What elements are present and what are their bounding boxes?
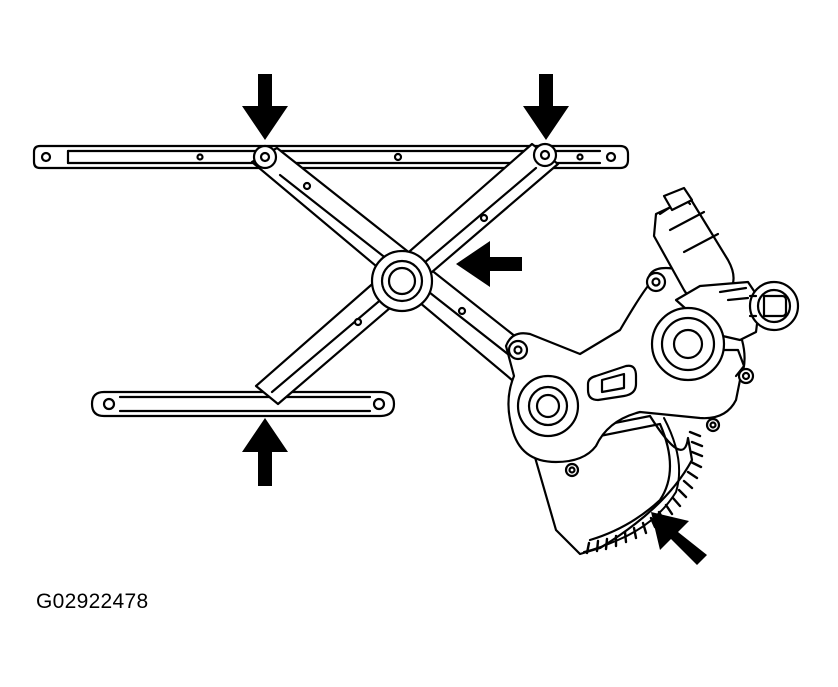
arrow-down-left-pivot — [242, 74, 288, 140]
figure-code: G02922478 — [36, 590, 149, 613]
arrow-up-left-gear-sector — [651, 512, 707, 565]
center-pivot — [370, 249, 434, 313]
lower-rail — [90, 390, 396, 418]
connector — [748, 280, 800, 332]
arrow-left-center-pivot — [456, 241, 522, 287]
motor — [650, 186, 762, 382]
arrow-up-lower-rail — [242, 418, 288, 486]
arrow-down-right-pivot — [523, 74, 569, 140]
